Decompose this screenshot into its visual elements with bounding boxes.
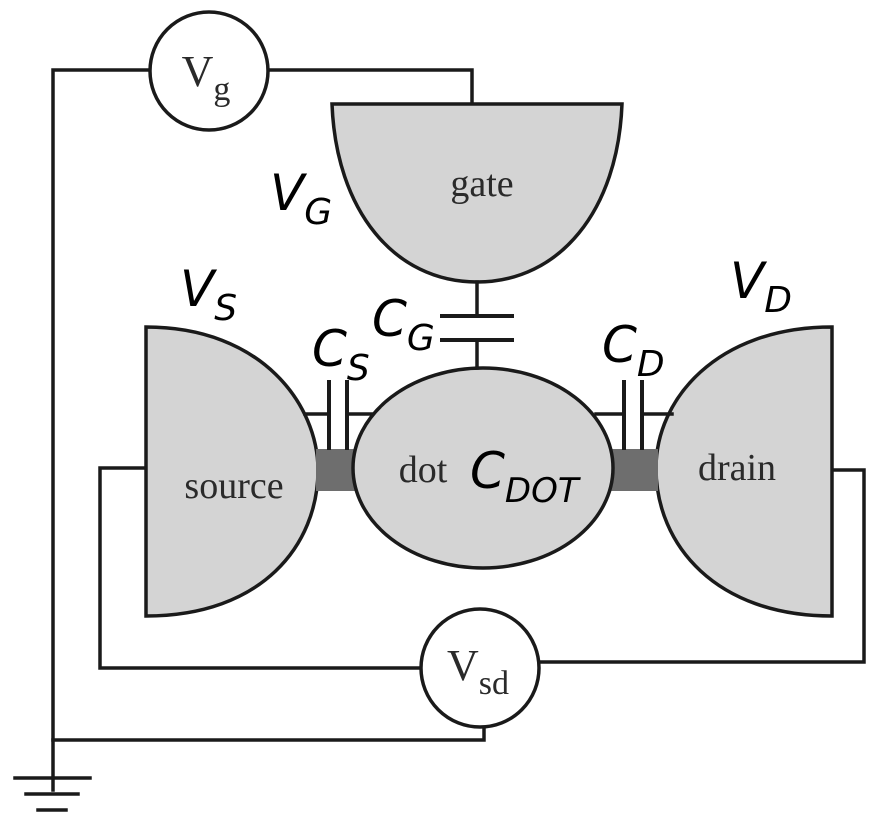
wiring	[51, 68, 866, 792]
source-capacitance-label: CS	[312, 320, 370, 389]
sd-voltmeter-main: V	[447, 641, 479, 690]
source-potential-main: V	[180, 260, 218, 318]
drain-potential-label: VD	[730, 252, 792, 321]
gate-capacitance-main: C	[372, 290, 407, 348]
source-capacitance-main: C	[312, 320, 347, 378]
ground-return-wire	[51, 725, 486, 742]
gate-potential-main: V	[270, 164, 308, 222]
drain-capacitance-sub: D	[637, 344, 665, 385]
drain-capacitance-main: C	[602, 316, 637, 374]
source-potential-label: VS	[180, 260, 237, 329]
source-capacitance-sub: S	[347, 348, 370, 389]
sd-voltmeter-circle	[419, 607, 541, 729]
gate-capacitor-icon	[440, 280, 514, 370]
dot-capacitance-label: CDOT	[470, 442, 581, 511]
gate-voltmeter-sub: g	[213, 71, 230, 108]
source-capacitor-icon	[303, 380, 374, 450]
drain-capacitor-icon	[594, 380, 674, 450]
sd-voltmeter: Vsd	[419, 607, 541, 729]
gate-wire-left	[51, 68, 152, 792]
gate-voltmeter-main: V	[182, 47, 214, 96]
gate-wire-right	[266, 68, 474, 106]
dot-capacitance-sub: DOT	[505, 471, 581, 511]
gate-capacitance-label: CG	[372, 290, 435, 359]
svg-text:Vsd: Vsd	[447, 641, 509, 702]
source-label: source	[184, 465, 283, 507]
drain-capacitance-label: CD	[602, 316, 665, 385]
gate-label: gate	[450, 163, 513, 205]
drain-potential-main: V	[730, 252, 768, 310]
quantum-dot	[351, 366, 615, 570]
drain-tunnel-barrier	[610, 449, 658, 491]
svg-text:Vg: Vg	[182, 47, 231, 108]
dot-capacitance-main: C	[470, 442, 505, 500]
gate-potential-sub: G	[304, 192, 332, 233]
drain-label: drain	[698, 447, 776, 489]
gate-voltmeter: Vg	[148, 10, 270, 132]
source-wire	[98, 466, 422, 670]
dot-label: dot	[399, 449, 448, 491]
sd-voltmeter-sub: sd	[479, 665, 509, 702]
drain-wire	[538, 468, 866, 664]
source-potential-sub: S	[214, 288, 237, 329]
ground-icon	[13, 776, 92, 812]
gate-capacitance-sub: G	[407, 318, 435, 359]
gate-potential-label: VG	[270, 164, 332, 233]
drain-potential-sub: D	[764, 280, 792, 321]
gate-voltmeter-circle	[148, 10, 270, 132]
